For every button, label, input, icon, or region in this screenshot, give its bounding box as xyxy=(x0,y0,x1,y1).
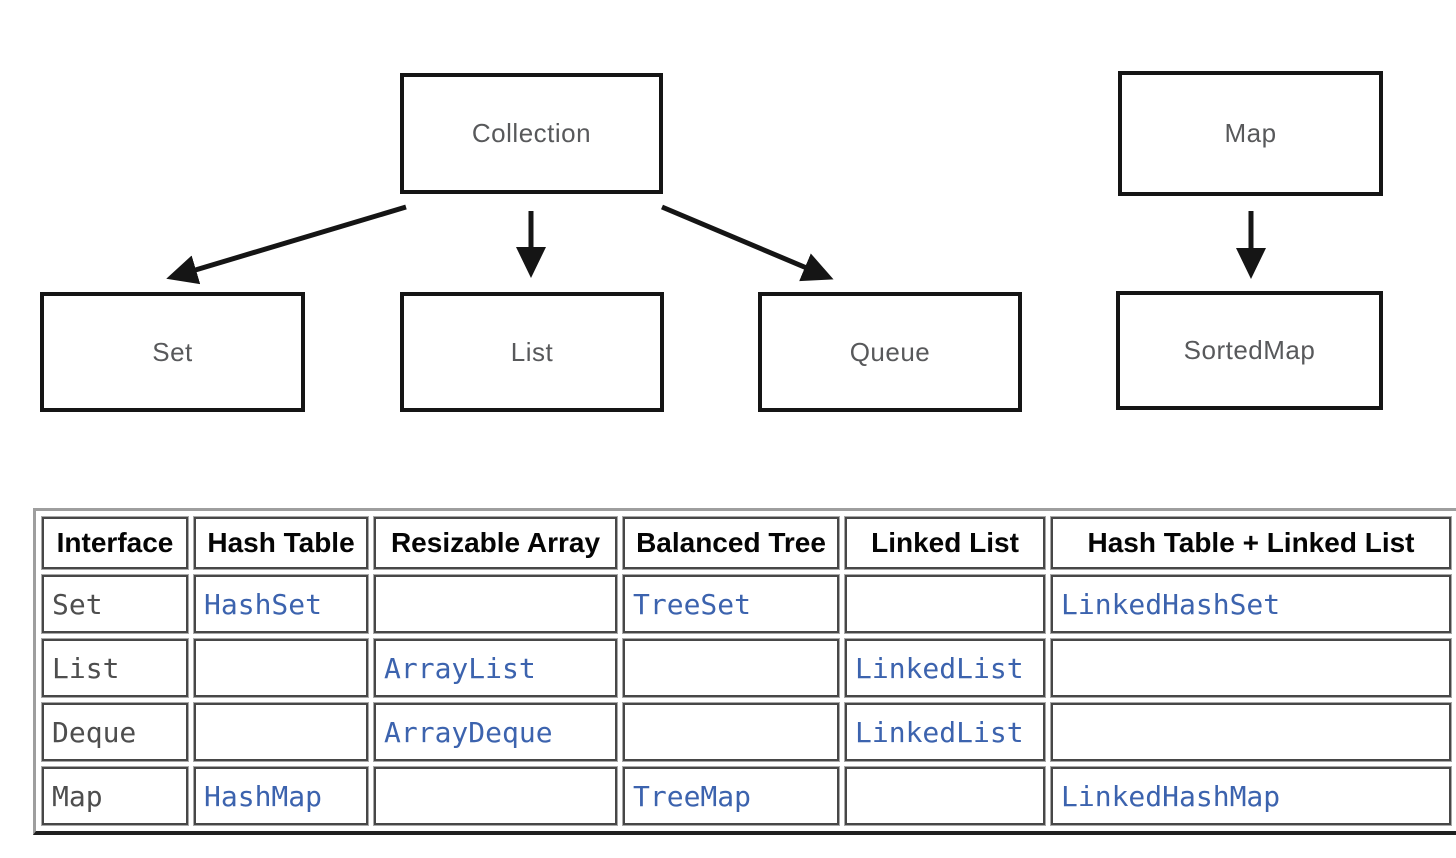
header-interface: Interface xyxy=(42,517,188,569)
impl-link-hashset[interactable]: HashSet xyxy=(194,575,368,633)
header-linked-list: Linked List xyxy=(845,517,1045,569)
implementations-table-container: Interface Hash Table Resizable Array Bal… xyxy=(33,508,1456,835)
diagram-node-map: Map xyxy=(1118,71,1383,196)
queue-label: Queue xyxy=(849,336,931,367)
table-row: Map HashMap TreeMap LinkedHashMap xyxy=(42,767,1451,825)
interface-cell-deque: Deque xyxy=(42,703,188,761)
collection-label: Collection xyxy=(471,118,592,148)
set-label: Set xyxy=(152,336,193,367)
empty-cell xyxy=(623,639,839,697)
impl-link-treeset[interactable]: TreeSet xyxy=(623,575,839,633)
impl-link-linkedhashset[interactable]: LinkedHashSet xyxy=(1051,575,1451,633)
impl-link-linkedlist[interactable]: LinkedList xyxy=(845,703,1045,761)
table-row: List ArrayList LinkedList xyxy=(42,639,1451,697)
empty-cell xyxy=(623,703,839,761)
impl-link-linkedhashmap[interactable]: LinkedHashMap xyxy=(1051,767,1451,825)
empty-cell xyxy=(194,639,368,697)
diagram-node-sortedmap: SortedMap xyxy=(1116,291,1383,410)
empty-cell xyxy=(374,767,617,825)
list-label: List xyxy=(510,336,554,367)
arrow-collection-to-set-icon xyxy=(166,204,407,285)
header-hash-table: Hash Table xyxy=(194,517,368,569)
empty-cell xyxy=(1051,639,1451,697)
impl-link-arraydeque[interactable]: ArrayDeque xyxy=(374,703,617,761)
empty-cell xyxy=(845,767,1045,825)
empty-cell xyxy=(374,575,617,633)
interface-cell-set: Set xyxy=(42,575,188,633)
header-resizable-array: Resizable Array xyxy=(374,517,617,569)
interface-cell-list: List xyxy=(42,639,188,697)
impl-link-treemap[interactable]: TreeMap xyxy=(623,767,839,825)
table-row: Set HashSet TreeSet LinkedHashSet xyxy=(42,575,1451,633)
empty-cell xyxy=(1051,703,1451,761)
diagram-node-collection: Collection xyxy=(400,73,663,194)
diagram-node-list: List xyxy=(400,292,664,412)
sortedmap-label: SortedMap xyxy=(1183,335,1316,365)
impl-link-linkedlist[interactable]: LinkedList xyxy=(845,639,1045,697)
impl-link-hashmap[interactable]: HashMap xyxy=(194,767,368,825)
implementations-table: Interface Hash Table Resizable Array Bal… xyxy=(33,508,1456,835)
diagram-node-queue: Queue xyxy=(758,292,1022,412)
header-balanced-tree: Balanced Tree xyxy=(623,517,839,569)
impl-link-arraylist[interactable]: ArrayList xyxy=(374,639,617,697)
table-row: Deque ArrayDeque LinkedList xyxy=(42,703,1451,761)
table-header-row: Interface Hash Table Resizable Array Bal… xyxy=(42,517,1451,569)
interface-cell-map: Map xyxy=(42,767,188,825)
diagram-node-set: Set xyxy=(40,292,305,412)
map-label: Map xyxy=(1224,118,1277,148)
empty-cell xyxy=(194,703,368,761)
empty-cell xyxy=(845,575,1045,633)
arrow-collection-to-queue-icon xyxy=(661,204,834,282)
header-hash-table-linked-list: Hash Table + Linked List xyxy=(1051,517,1451,569)
